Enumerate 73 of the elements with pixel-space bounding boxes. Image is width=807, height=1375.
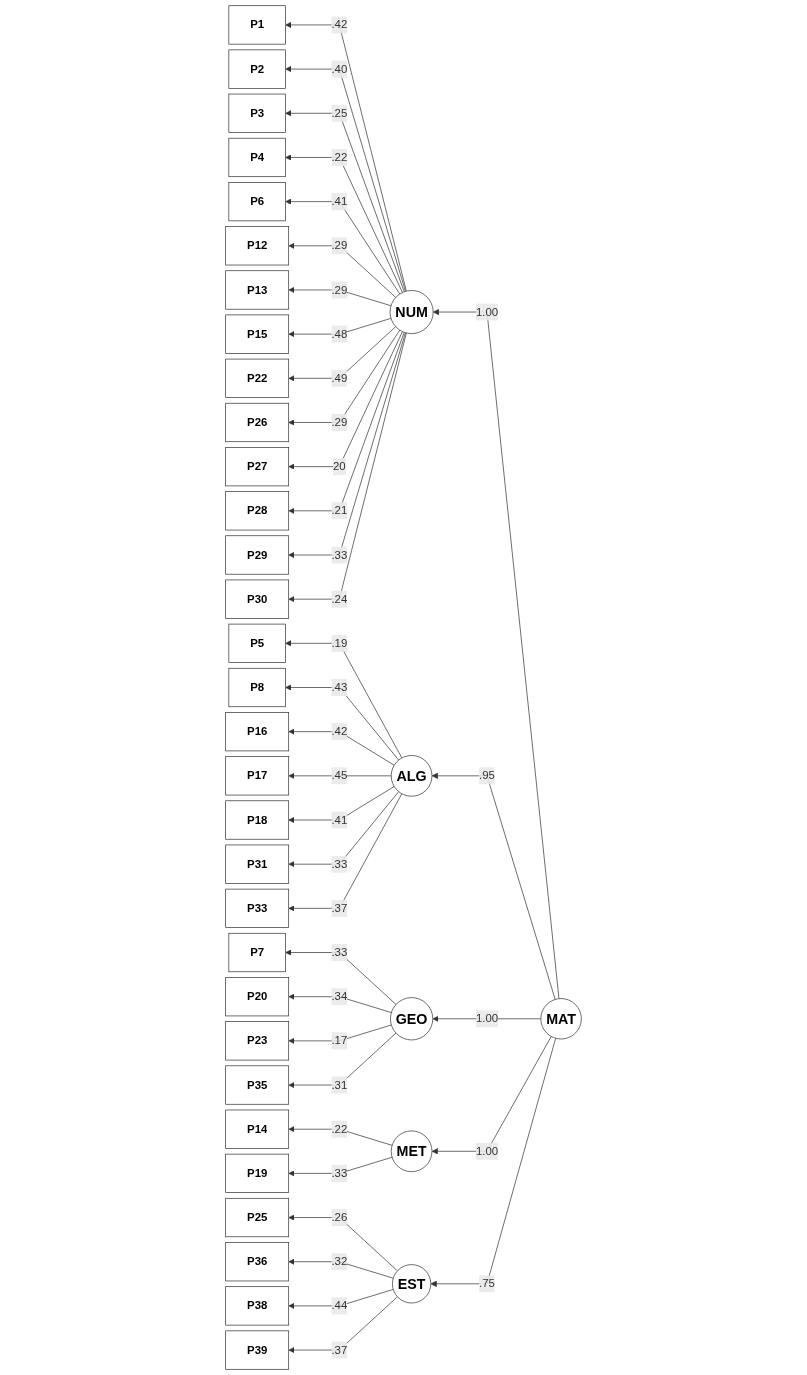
node-box: P22 xyxy=(225,358,290,398)
node-box: P3 xyxy=(228,93,286,133)
node-circle: NUM xyxy=(389,290,434,334)
edge-label: 1.00 xyxy=(475,1144,499,1157)
edge-label: .42 xyxy=(331,725,348,738)
node-box: P26 xyxy=(225,402,290,443)
edge-label: .25 xyxy=(331,106,348,119)
node-box: P35 xyxy=(225,1065,290,1105)
node-box: P29 xyxy=(225,535,290,575)
node-box: P33 xyxy=(225,888,290,928)
edge-label: .33 xyxy=(331,857,348,870)
node-box: P12 xyxy=(225,226,290,266)
node-box: P39 xyxy=(225,1330,290,1370)
node-box: P5 xyxy=(228,623,286,663)
edge-label: .33 xyxy=(331,946,348,959)
node-circle: ALG xyxy=(390,755,433,797)
edge-label: .29 xyxy=(331,283,348,296)
edge-label: .26 xyxy=(331,1211,348,1224)
edge-label: .22 xyxy=(331,1122,348,1135)
node-box: P2 xyxy=(228,49,286,89)
node-box: P27 xyxy=(225,447,290,487)
node-circle: MET xyxy=(390,1130,433,1173)
edge-label: 1.00 xyxy=(475,305,499,318)
edge-label: .43 xyxy=(331,681,348,694)
node-box: P20 xyxy=(225,977,290,1017)
edge-label: .42 xyxy=(331,18,348,31)
edge-label: .40 xyxy=(331,62,348,75)
node-box: P36 xyxy=(225,1242,290,1282)
node-box: P4 xyxy=(228,137,286,178)
edge-label: .37 xyxy=(331,901,348,915)
node-circle: EST xyxy=(392,1264,432,1304)
node-box: P1 xyxy=(228,5,286,45)
node-box: P30 xyxy=(225,579,290,619)
edge-label: .75 xyxy=(479,1277,495,1290)
edge-label: .32 xyxy=(331,1255,348,1268)
node-box: P19 xyxy=(225,1153,290,1193)
edge-label: .41 xyxy=(331,195,348,208)
node-box: P31 xyxy=(225,844,290,884)
edge-label: .95 xyxy=(479,769,495,782)
edge-label: .17 xyxy=(331,1034,348,1047)
edge-label: .33 xyxy=(331,548,348,561)
edge-label: .24 xyxy=(331,592,348,605)
node-box: P18 xyxy=(225,800,290,840)
edge-label: .48 xyxy=(331,327,348,340)
edge-label: .29 xyxy=(331,239,348,252)
node-box: P13 xyxy=(225,270,290,310)
node-box: P17 xyxy=(225,756,290,796)
node-box: P28 xyxy=(225,491,290,531)
edge-label: .49 xyxy=(331,371,348,384)
node-box: P16 xyxy=(225,712,290,752)
node-box: P15 xyxy=(225,314,290,354)
node-box: P38 xyxy=(225,1286,290,1326)
edge-label: .22 xyxy=(331,151,348,164)
edge-label: .37 xyxy=(331,1343,348,1356)
edge-label: 1.00 xyxy=(475,1012,499,1025)
edge-label: .31 xyxy=(331,1078,348,1091)
edge-label: .33 xyxy=(331,1166,348,1180)
node-circle: MAT xyxy=(540,998,582,1040)
node-box: P14 xyxy=(225,1109,290,1149)
edge-label: .34 xyxy=(331,990,348,1003)
edge-label: .45 xyxy=(331,769,348,782)
node-box: P23 xyxy=(225,1021,290,1061)
node-circle: GEO xyxy=(390,997,434,1041)
edge-label: .44 xyxy=(331,1299,348,1312)
edge-label: .19 xyxy=(331,636,348,650)
edge-label: 20 xyxy=(333,460,346,473)
edge-label: .29 xyxy=(331,416,348,429)
edge-label: .41 xyxy=(331,813,348,826)
node-box: P7 xyxy=(228,932,286,973)
node-box: P8 xyxy=(228,667,286,708)
edge-label: .21 xyxy=(331,504,348,517)
node-box: P6 xyxy=(228,182,286,222)
node-box: P25 xyxy=(225,1197,290,1238)
